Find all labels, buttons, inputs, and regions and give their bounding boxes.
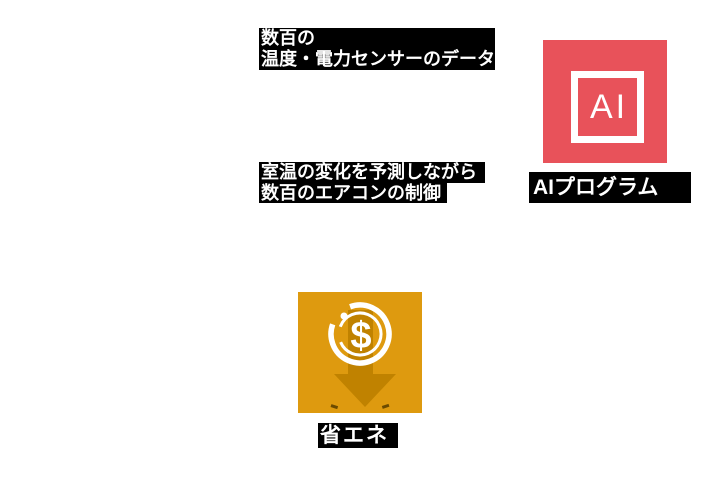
control-caption-line2: 数百のエアコンの制御 — [259, 183, 447, 203]
ai-program-label: AIプログラム — [529, 172, 691, 203]
ai-logo-frame: AI — [571, 71, 644, 143]
sensor-data-line2: 温度・電力センサーのデータ — [261, 49, 495, 69]
cost-down-coin-arrow-icon: $ — [298, 292, 422, 413]
control-caption-line1: 室温の変化を予測しながら — [259, 162, 485, 183]
ai-logo-text: AI — [589, 87, 629, 126]
dollar-sign: $ — [350, 315, 371, 357]
energy-saving-label: 省エネ — [318, 423, 398, 448]
sensor-data-caption: 数百の 温度・電力センサーのデータ — [259, 28, 495, 70]
sensor-data-line1: 数百の — [261, 28, 315, 48]
ai-program-icon: AI — [543, 40, 667, 163]
